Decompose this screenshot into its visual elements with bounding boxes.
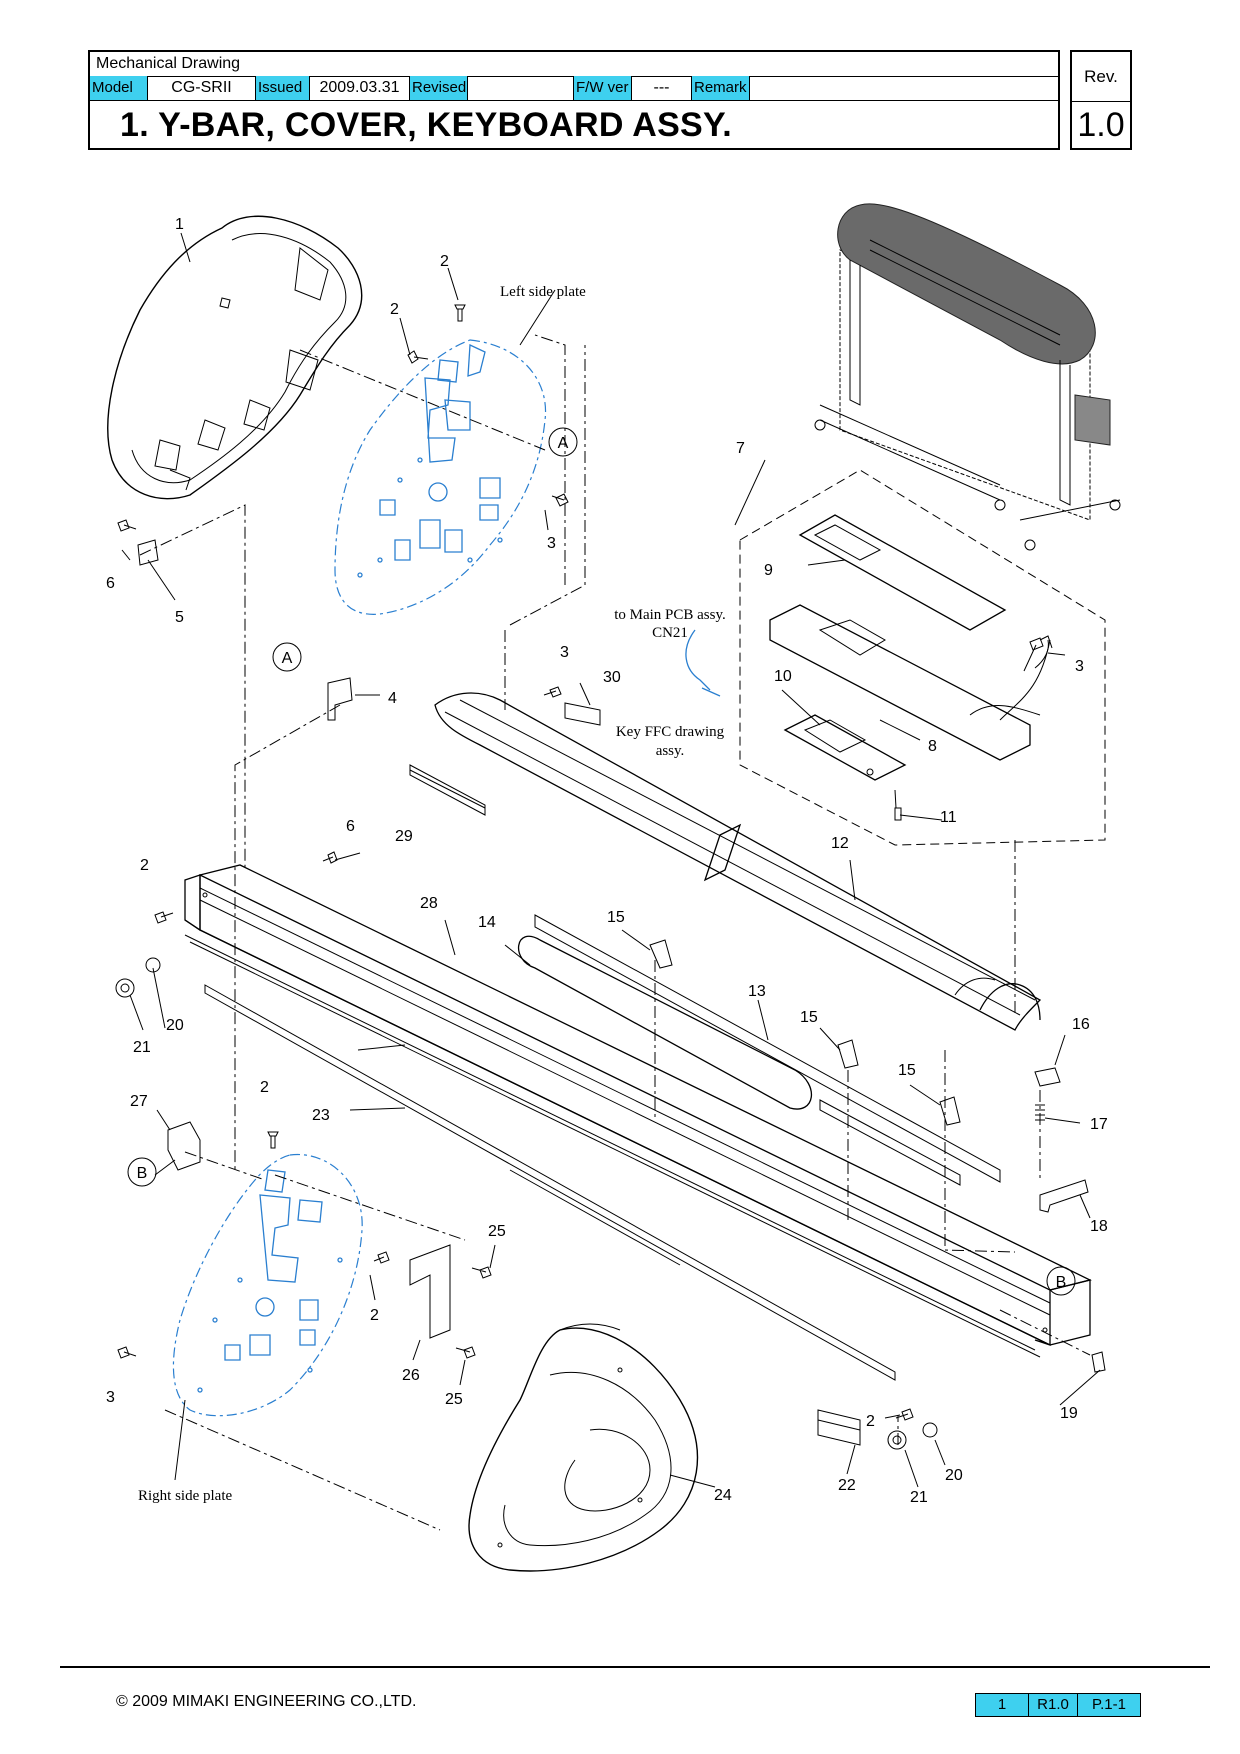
part-label: 12 [831, 835, 849, 852]
fw-version-value: --- [632, 76, 692, 100]
fw-version-label: F/W ver [574, 76, 632, 100]
key-ffc-note-line2: assy. [656, 743, 685, 759]
part-label: 20 [945, 1467, 963, 1484]
part-label: 21 [133, 1039, 151, 1056]
part-label: 4 [388, 690, 397, 707]
left-end-cover [107, 215, 363, 500]
left-side-plate-label: Left side plate [500, 284, 586, 300]
page-ref: P.1-1 [1092, 1696, 1126, 1713]
ref-a-top: A [558, 435, 569, 452]
part-label: 8 [928, 738, 937, 755]
leader-lines [121, 232, 1101, 1488]
part-label: 7 [736, 440, 745, 457]
part-label: 21 [910, 1489, 928, 1506]
ref-circle-a-bottom [272, 642, 302, 672]
right-side-plate [172, 1153, 363, 1417]
part-numbers: 1 2 2 3 4 5 6 7 8 9 10 11 12 13 14 15 15… [106, 216, 1108, 1506]
part-label: 29 [395, 828, 413, 845]
revision-label: Rev. [1072, 52, 1130, 102]
model-value: CG-SRII [148, 76, 256, 100]
part-label: 18 [1090, 1218, 1108, 1235]
left-side-plate [334, 339, 547, 615]
revised-label: Revised [410, 76, 468, 100]
ref-circle-b-left [127, 1157, 157, 1187]
key-ffc-cable [685, 629, 721, 697]
ref-a-bottom: A [282, 650, 293, 667]
part-label: 24 [714, 1487, 732, 1504]
part-label: 5 [175, 609, 184, 626]
revision-value: 1.0 [1077, 106, 1125, 144]
issued-label: Issued [256, 76, 310, 100]
ref-b-right: B [1056, 1274, 1067, 1291]
page-number: 1 [976, 1694, 1029, 1716]
part-label: 2 [140, 857, 149, 874]
page-title: 1. Y-BAR, COVER, KEYBOARD ASSY. [120, 106, 732, 144]
part-label: 27 [130, 1093, 148, 1110]
assembly-lines [139, 334, 1091, 1531]
part-label: 28 [420, 895, 438, 912]
part-label: 2 [370, 1307, 379, 1324]
part-label: 3 [106, 1389, 115, 1406]
ref-b-left: B [137, 1165, 148, 1182]
part-label: 1 [175, 216, 184, 233]
part-label: 22 [838, 1477, 856, 1494]
part-label: 2 [866, 1413, 875, 1430]
y-bar [184, 864, 1092, 1358]
part-label: 20 [166, 1017, 184, 1034]
copyright: © 2009 MIMAKI ENGINEERING CO.,LTD. [116, 1693, 417, 1710]
part-label: 6 [346, 818, 355, 835]
part-label: 15 [800, 1009, 818, 1026]
part-label: 13 [748, 983, 766, 1000]
part-label: 3 [1075, 658, 1084, 675]
part-label: 15 [607, 909, 625, 926]
part-label: 25 [445, 1391, 463, 1408]
printer-thumbnail [814, 203, 1121, 551]
key-ffc-note-line1: Key FFC drawing [616, 724, 725, 740]
part-label: 2 [260, 1079, 269, 1096]
part-label: 3 [560, 644, 569, 661]
issued-value: 2009.03.31 [310, 76, 410, 100]
part-label: 16 [1072, 1016, 1090, 1033]
part-label: 23 [312, 1107, 330, 1124]
right-end-cover [468, 1323, 699, 1572]
ref-circle-a-top [548, 427, 578, 457]
part-label: 2 [390, 301, 399, 318]
title-block: Mechanical Drawing Model CG-SRII Issued … [88, 50, 1060, 150]
part-label: 25 [488, 1223, 506, 1240]
footer-rule [60, 1666, 1210, 1668]
ref-circle-b-right [1046, 1266, 1076, 1296]
part-label: 26 [402, 1367, 420, 1384]
part-label: 14 [478, 914, 496, 931]
keyboard-assembly [739, 469, 1106, 846]
part-label: 30 [603, 669, 621, 686]
part-label: 11 [940, 809, 957, 826]
page-reference-box: 1 R1.0 P.1-1 [975, 1693, 1141, 1717]
part-label: 6 [106, 575, 115, 592]
part-label: 2 [440, 253, 449, 270]
page-revision: R1.0 [1029, 1694, 1078, 1716]
part-label: 9 [764, 562, 773, 579]
part-label: 19 [1060, 1405, 1078, 1422]
right-side-plate-label: Right side plate [138, 1488, 232, 1504]
part-label: 17 [1090, 1116, 1108, 1133]
meta-row: Model CG-SRII Issued 2009.03.31 Revised … [90, 76, 1058, 101]
upper-cover [434, 692, 1042, 1031]
part-label: 15 [898, 1062, 916, 1079]
revised-value [468, 76, 574, 100]
model-label: Model [90, 76, 148, 100]
revision-block: Rev. 1.0 [1070, 50, 1132, 150]
belt-and-strips [409, 764, 1001, 1186]
main-pcb-note-line1: to Main PCB assy. [614, 607, 726, 623]
guide-rail [204, 984, 896, 1381]
small-parts [115, 304, 1106, 1450]
part-label: 3 [547, 535, 556, 552]
main-pcb-note-line2: CN21 [652, 625, 688, 641]
remark-label: Remark [692, 76, 750, 100]
part-label: 10 [774, 668, 792, 685]
